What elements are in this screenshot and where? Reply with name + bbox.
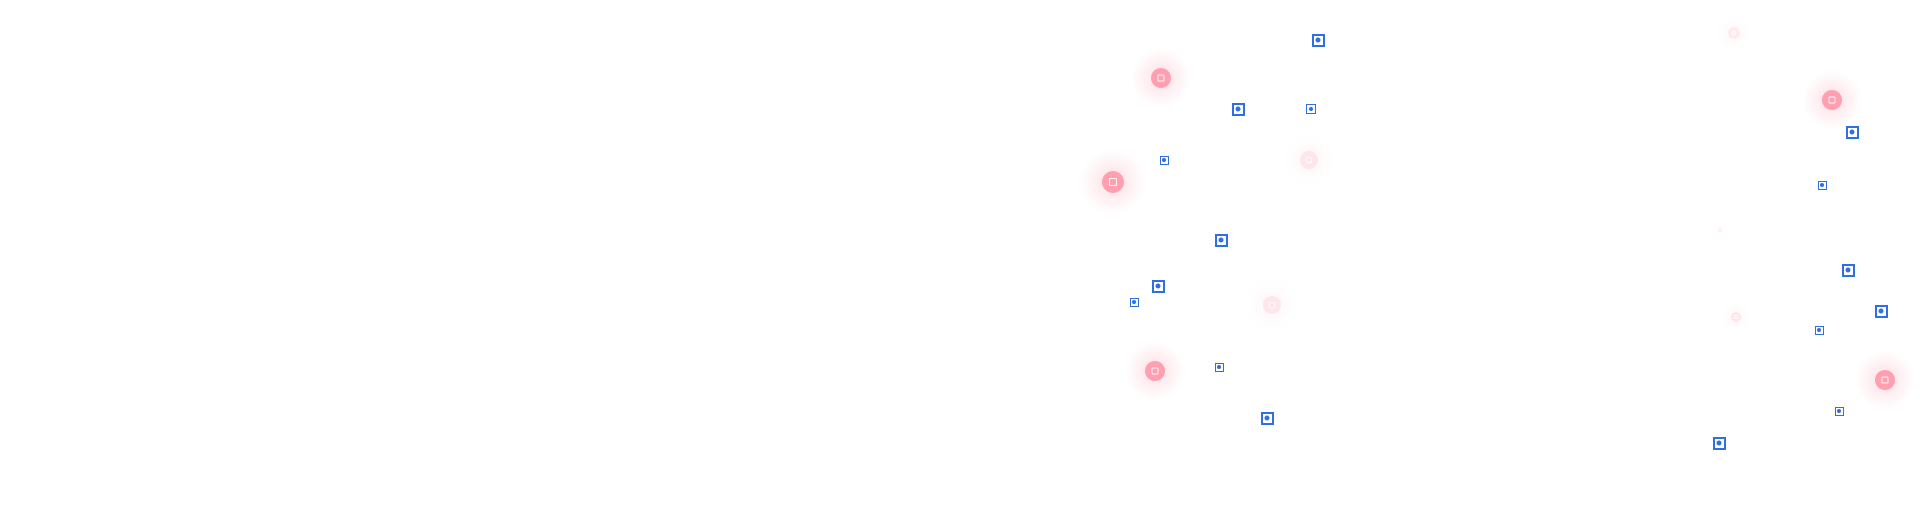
image-bubble-icon [1721, 302, 1751, 332]
target-square-icon [1814, 325, 1824, 335]
target-square-icon [1306, 104, 1316, 114]
target-dot [1837, 409, 1841, 413]
target-square-icon [1834, 406, 1844, 416]
target-square-icon [1159, 155, 1169, 165]
target-dot [1217, 365, 1221, 369]
bubble-core [1145, 361, 1165, 381]
bubble-glow [1245, 278, 1299, 332]
target-square-icon [1817, 180, 1827, 190]
image-glyph-icon [1157, 74, 1165, 82]
target-square-icon [1129, 297, 1139, 307]
bubble-core [1263, 296, 1281, 314]
target-square-icon [1311, 33, 1325, 47]
target-square-icon [1151, 279, 1165, 293]
target-dot [1878, 308, 1884, 314]
image-bubble-icon [1802, 70, 1862, 130]
target-dot [1218, 237, 1224, 243]
target-square-icon [1845, 125, 1859, 139]
target-dot [1264, 415, 1270, 421]
image-bubble-icon [1125, 341, 1185, 401]
image-bubble-icon [1716, 15, 1752, 51]
image-glyph-icon [1306, 157, 1312, 163]
bubble-core [1731, 312, 1741, 322]
target-dot [1817, 328, 1821, 332]
bubble-glow [1282, 133, 1336, 187]
image-glyph-icon [1151, 367, 1159, 375]
image-bubble-icon [1131, 48, 1191, 108]
target-dot [1845, 267, 1851, 273]
target-dot [1849, 129, 1855, 135]
target-square-icon [1874, 304, 1888, 318]
target-dot [1309, 107, 1313, 111]
target-square-icon [1260, 411, 1274, 425]
target-square-icon [1214, 233, 1228, 247]
image-bubble-icon [1080, 149, 1146, 215]
target-dot [1162, 158, 1166, 162]
target-dot [1315, 37, 1321, 43]
image-glyph-icon [1828, 96, 1836, 104]
target-dot [1820, 183, 1824, 187]
target-square-icon [1841, 263, 1855, 277]
bubble-core [1102, 171, 1124, 193]
bubble-glow [1714, 224, 1726, 236]
bubble-core [1151, 68, 1171, 88]
target-square-icon [1712, 436, 1726, 450]
bubble-core [1875, 370, 1895, 390]
bubble-core [1822, 90, 1842, 110]
image-glyph-icon [1732, 31, 1736, 35]
image-bubble-icon [1282, 133, 1336, 187]
target-square-icon [1214, 362, 1224, 372]
target-dot [1235, 106, 1241, 112]
bubble-glow [1716, 15, 1752, 51]
bubble-glow [1721, 302, 1751, 332]
image-bubble-icon [1714, 224, 1726, 236]
bubble-core [1728, 27, 1740, 39]
target-dot [1155, 283, 1161, 289]
target-square-icon [1231, 102, 1245, 116]
image-glyph-icon [1734, 315, 1738, 319]
image-bubble-icon [1245, 278, 1299, 332]
target-dot [1132, 300, 1136, 304]
bubble-core [1718, 228, 1722, 232]
image-glyph-icon [1109, 178, 1117, 186]
image-glyph-icon [1881, 376, 1889, 384]
bubble-core [1300, 151, 1318, 169]
target-dot [1716, 440, 1722, 446]
image-glyph-icon [1269, 302, 1275, 308]
image-bubble-icon [1855, 350, 1915, 410]
